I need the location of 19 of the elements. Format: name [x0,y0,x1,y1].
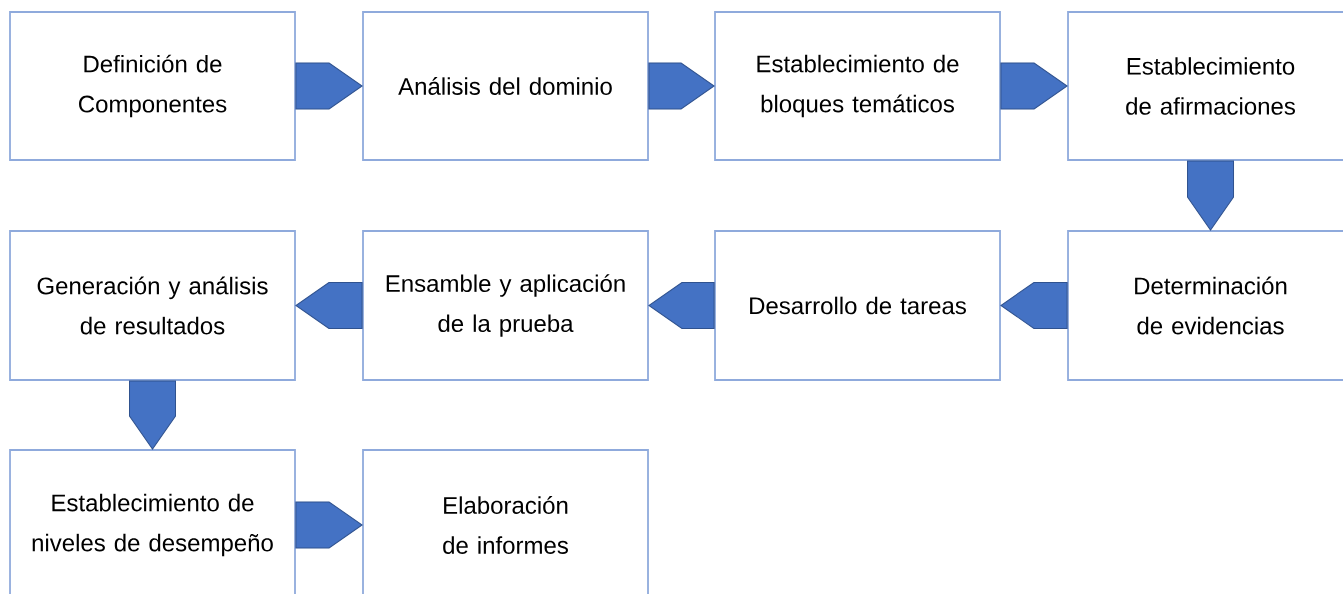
block-arrow [648,282,715,329]
block-arrow [1187,160,1234,231]
block-arrow [295,282,363,329]
block-arrow [129,380,176,450]
block-arrow [1000,282,1068,329]
process-box: Determinación de evidencias [1067,230,1343,381]
block-arrow [1000,62,1068,110]
process-box: Análisis del dominio [362,11,649,161]
process-box: Definición de Componentes [9,11,296,161]
process-box: Elaboración de informes [362,449,649,594]
block-arrow [295,501,363,549]
process-box: Establecimiento de afirmaciones [1067,11,1343,161]
process-box: Ensamble y aplicación de la prueba [362,230,649,381]
process-box: Establecimiento de bloques temáticos [714,11,1001,161]
block-arrow [295,62,363,110]
process-box: Establecimiento de niveles de desempeño [9,449,296,594]
block-arrow [648,62,715,110]
process-box: Desarrollo de tareas [714,230,1001,381]
process-box: Generación y análisis de resultados [9,230,296,381]
